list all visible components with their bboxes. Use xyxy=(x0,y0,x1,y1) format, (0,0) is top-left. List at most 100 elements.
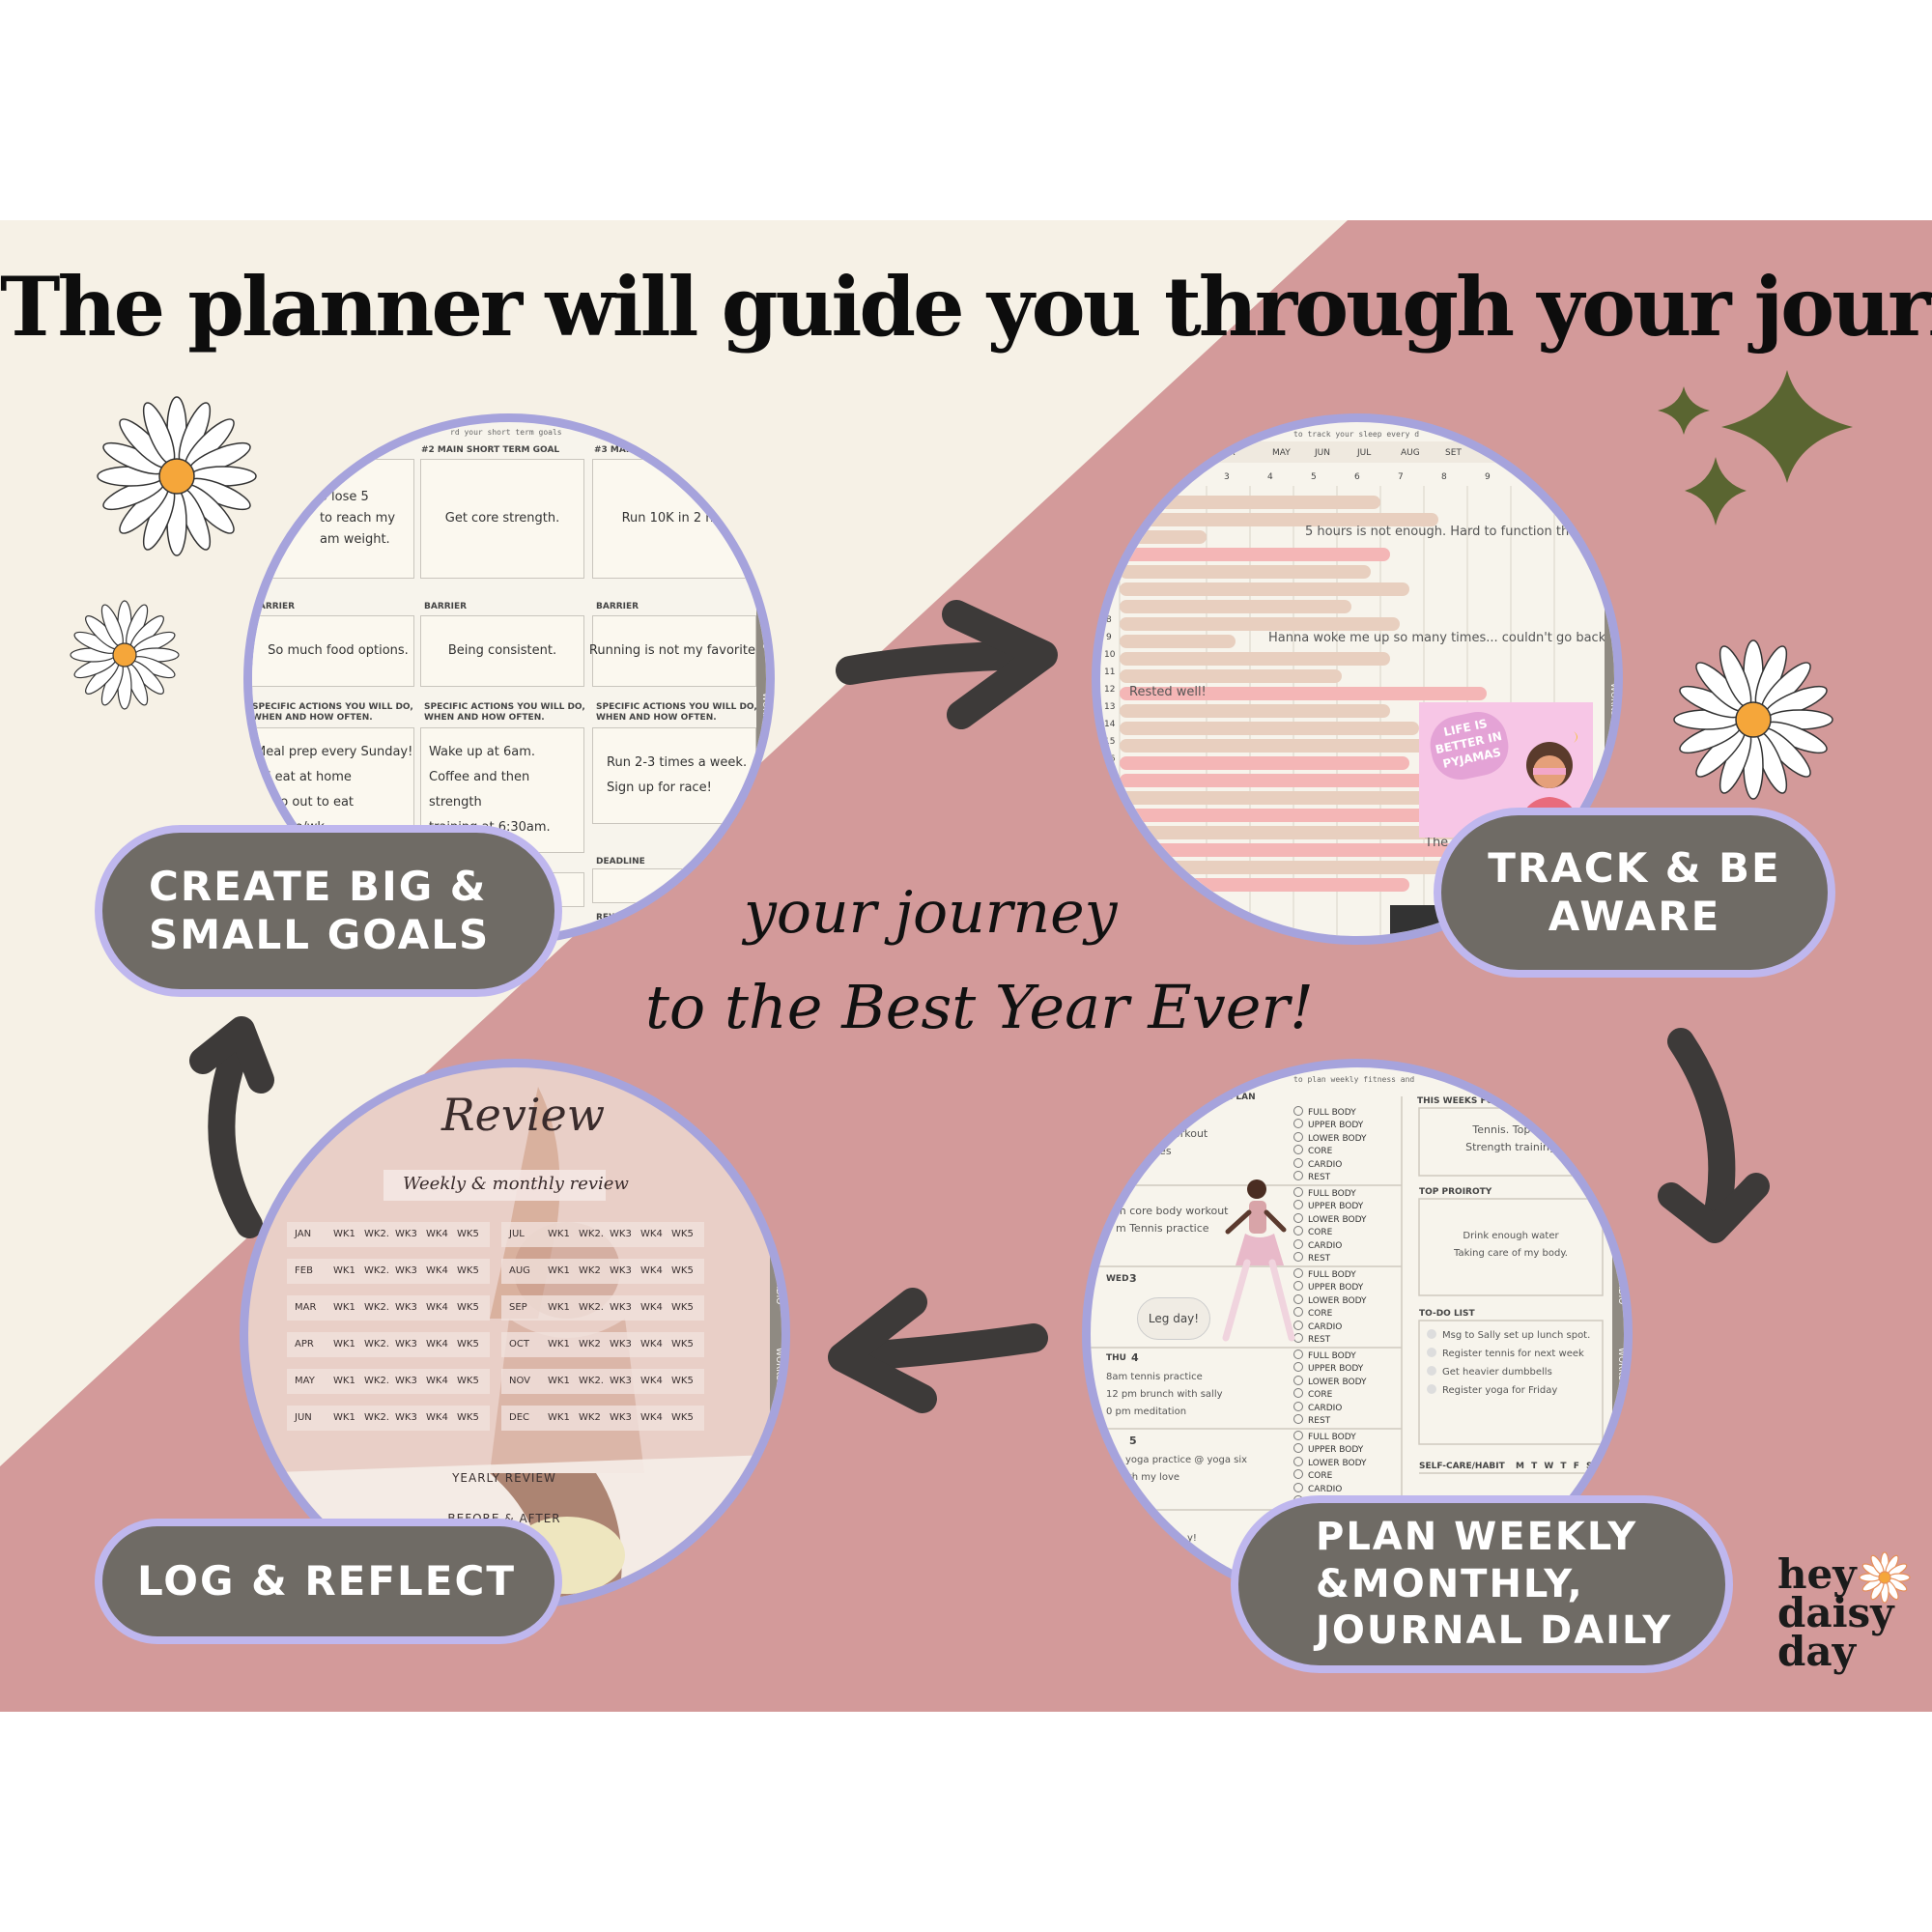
checkbox-icon[interactable] xyxy=(1293,1375,1303,1385)
week-cell[interactable]: WK3 xyxy=(610,1302,632,1313)
checkbox-icon[interactable] xyxy=(1293,1482,1303,1492)
month-label[interactable]: APR xyxy=(295,1339,314,1350)
week-cell[interactable]: WK1 xyxy=(333,1302,355,1313)
checkbox-icon[interactable] xyxy=(1293,1212,1303,1223)
week-cell[interactable]: WK1 xyxy=(548,1302,570,1313)
checkbox-icon[interactable] xyxy=(1293,1145,1303,1155)
month-label[interactable]: DEC xyxy=(509,1412,530,1423)
workout-option[interactable]: LOWER BODY xyxy=(1293,1131,1367,1144)
workout-option[interactable]: LOWER BODY xyxy=(1293,1293,1367,1306)
workout-option[interactable]: LOWER BODY xyxy=(1293,1456,1367,1468)
workout-option[interactable]: CORE xyxy=(1293,1145,1332,1156)
workout-option[interactable]: CORE xyxy=(1293,1226,1332,1237)
checkbox-icon[interactable] xyxy=(1293,1431,1303,1440)
week-cell[interactable]: WK5 xyxy=(671,1412,694,1423)
week-cell[interactable]: WK4 xyxy=(640,1412,663,1423)
week-cell[interactable]: WK2. xyxy=(364,1302,389,1313)
checkbox-icon[interactable] xyxy=(1293,1414,1303,1424)
workout-option[interactable]: CARDIO xyxy=(1293,1401,1342,1413)
workout-option[interactable]: REST xyxy=(1293,1171,1330,1182)
week-cell[interactable]: WK4 xyxy=(640,1265,663,1276)
checkbox-icon[interactable] xyxy=(1293,1252,1303,1262)
workout-option[interactable]: FULL BODY xyxy=(1293,1350,1356,1361)
workout-option[interactable]: UPPER BODY xyxy=(1293,1281,1363,1293)
checkbox-icon[interactable] xyxy=(1293,1157,1303,1168)
todo-item[interactable]: Register tennis for next week xyxy=(1427,1345,1601,1363)
workout-option[interactable]: UPPER BODY xyxy=(1293,1362,1363,1374)
workout-option[interactable]: FULL BODY xyxy=(1293,1431,1356,1442)
workout-option[interactable]: FULL BODY xyxy=(1293,1187,1356,1199)
week-cell[interactable]: WK1 xyxy=(333,1339,355,1350)
week-cell[interactable]: WK1 xyxy=(548,1229,570,1239)
month-label[interactable]: MAR xyxy=(295,1302,317,1313)
week-cell[interactable]: WK4 xyxy=(426,1302,448,1313)
workout-option[interactable]: CARDIO xyxy=(1293,1238,1342,1251)
checkbox-icon[interactable] xyxy=(1293,1131,1303,1142)
week-cell[interactable]: WK2. xyxy=(364,1412,389,1423)
week-cell[interactable]: WK4 xyxy=(640,1302,663,1313)
week-cell[interactable]: WK4 xyxy=(426,1376,448,1386)
yearly-review[interactable]: YEARLY REVIEW xyxy=(452,1471,556,1485)
checkbox-icon[interactable] xyxy=(1293,1320,1303,1330)
month-label[interactable]: MAY xyxy=(295,1376,315,1386)
todo-checkbox-icon[interactable] xyxy=(1427,1329,1436,1339)
week-cell[interactable]: WK1 xyxy=(333,1376,355,1386)
week-cell[interactable]: WK4 xyxy=(426,1265,448,1276)
workout-option[interactable]: FULL BODY xyxy=(1293,1106,1356,1118)
workout-option[interactable]: FULL BODY xyxy=(1293,1268,1356,1280)
week-cell[interactable]: WK3 xyxy=(610,1339,632,1350)
workout-option[interactable]: LOWER BODY xyxy=(1293,1375,1367,1387)
week-cell[interactable]: WK5 xyxy=(457,1265,479,1276)
month-label[interactable]: JAN xyxy=(295,1229,312,1239)
week-cell[interactable]: WK3 xyxy=(395,1339,417,1350)
month-label[interactable]: SEP xyxy=(509,1302,527,1313)
workout-option[interactable]: UPPER BODY xyxy=(1293,1443,1363,1455)
week-cell[interactable]: WK2. xyxy=(364,1265,389,1276)
week-cell[interactable]: WK3 xyxy=(395,1412,417,1423)
checkbox-icon[interactable] xyxy=(1293,1401,1303,1411)
week-cell[interactable]: WK4 xyxy=(640,1229,663,1239)
week-cell[interactable]: WK5 xyxy=(671,1265,694,1276)
week-cell[interactable]: WK3 xyxy=(610,1265,632,1276)
week-cell[interactable]: WK3 xyxy=(395,1265,417,1276)
todo-item[interactable]: Register yoga for Friday xyxy=(1427,1381,1601,1400)
week-cell[interactable]: WK1 xyxy=(548,1412,570,1423)
week-cell[interactable]: WK3 xyxy=(610,1412,632,1423)
checkbox-icon[interactable] xyxy=(1293,1171,1303,1180)
week-cell[interactable]: WK1 xyxy=(333,1265,355,1276)
checkbox-icon[interactable] xyxy=(1293,1293,1303,1304)
week-cell[interactable]: WK1 xyxy=(548,1339,570,1350)
week-cell[interactable]: WK5 xyxy=(671,1229,694,1239)
workout-option[interactable]: CARDIO xyxy=(1293,1157,1342,1170)
workout-option[interactable]: UPPER BODY xyxy=(1293,1119,1363,1130)
week-cell[interactable]: WK3 xyxy=(395,1229,417,1239)
workout-option[interactable]: UPPER BODY xyxy=(1293,1200,1363,1211)
todo-item[interactable]: Get heavier dumbbells xyxy=(1427,1363,1601,1381)
week-cell[interactable]: WK4 xyxy=(426,1339,448,1350)
month-label[interactable]: OCT xyxy=(509,1339,529,1350)
week-cell[interactable]: WK5 xyxy=(671,1302,694,1313)
week-cell[interactable]: WK2 xyxy=(579,1265,601,1276)
todo-checkbox-icon[interactable] xyxy=(1427,1366,1436,1376)
workout-option[interactable]: REST xyxy=(1293,1252,1330,1264)
week-cell[interactable]: WK2 xyxy=(579,1339,601,1350)
checkbox-icon[interactable] xyxy=(1293,1226,1303,1236)
workout-option[interactable]: REST xyxy=(1293,1414,1330,1426)
week-cell[interactable]: WK4 xyxy=(426,1229,448,1239)
month-label[interactable]: AUG xyxy=(509,1265,530,1276)
week-cell[interactable]: WK5 xyxy=(457,1339,479,1350)
checkbox-icon[interactable] xyxy=(1293,1268,1303,1278)
week-cell[interactable]: WK1 xyxy=(333,1412,355,1423)
month-label[interactable]: JUN xyxy=(295,1412,312,1423)
checkbox-icon[interactable] xyxy=(1293,1443,1303,1454)
checkbox-icon[interactable] xyxy=(1293,1362,1303,1373)
week-cell[interactable]: WK1 xyxy=(548,1376,570,1386)
week-cell[interactable]: WK2. xyxy=(364,1339,389,1350)
week-cell[interactable]: WK3 xyxy=(610,1376,632,1386)
week-cell[interactable]: WK4 xyxy=(640,1376,663,1386)
checkbox-icon[interactable] xyxy=(1293,1350,1303,1359)
month-label[interactable]: JUL xyxy=(509,1229,525,1239)
week-cell[interactable]: WK2. xyxy=(364,1376,389,1386)
workout-option[interactable]: CARDIO xyxy=(1293,1482,1342,1494)
checkbox-icon[interactable] xyxy=(1293,1200,1303,1210)
